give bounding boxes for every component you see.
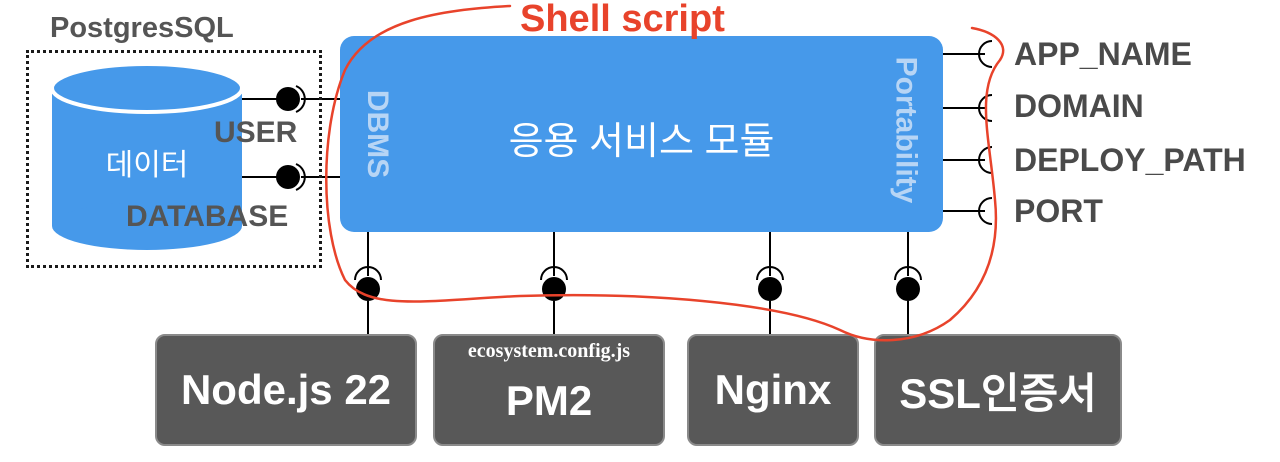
- postgres-boundary: [26, 50, 322, 268]
- shell-script-label: Shell script: [520, 0, 725, 40]
- component-nodejs-label: Node.js 22: [180, 366, 392, 413]
- env-domain: DOMAIN: [1014, 88, 1144, 124]
- database-cylinder-icon: [50, 62, 244, 250]
- env-connector-deploy-path: [943, 146, 993, 174]
- env-app-name: APP_NAME: [1014, 36, 1192, 72]
- postgres-label: PostgresSQL: [50, 12, 234, 44]
- database-interface-label: DATABASE: [126, 200, 289, 233]
- component-ssl: SSL인증서: [874, 334, 1122, 446]
- dbms-label: DBMS: [361, 89, 394, 179]
- database-label: 데이터: [105, 149, 189, 182]
- nginx-connector: [756, 232, 784, 336]
- portability-label: Portability: [889, 56, 923, 204]
- component-ssl-label: SSL인증서: [899, 369, 1097, 417]
- component-nginx-label: Nginx: [714, 366, 832, 413]
- env-connector-app-name: [943, 40, 993, 68]
- nodejs-connector: [354, 232, 382, 336]
- env-port: PORT: [1014, 193, 1103, 229]
- module-title: 응용 서비스 모듈: [508, 121, 775, 163]
- component-pm2-label: PM2: [505, 377, 593, 424]
- pm2-connector: [540, 232, 568, 336]
- env-connector-domain: [943, 94, 993, 122]
- component-pm2: PM2: [433, 334, 665, 446]
- ecosystem-config-label: ecosystem.config.js: [467, 340, 631, 362]
- user-label: USER: [214, 116, 298, 149]
- env-deploy-path: DEPLOY_PATH: [1014, 142, 1246, 178]
- env-connector-port: [943, 197, 993, 225]
- ssl-connector: [894, 232, 922, 336]
- component-nodejs: Node.js 22: [155, 334, 417, 446]
- component-nginx: Nginx: [687, 334, 859, 446]
